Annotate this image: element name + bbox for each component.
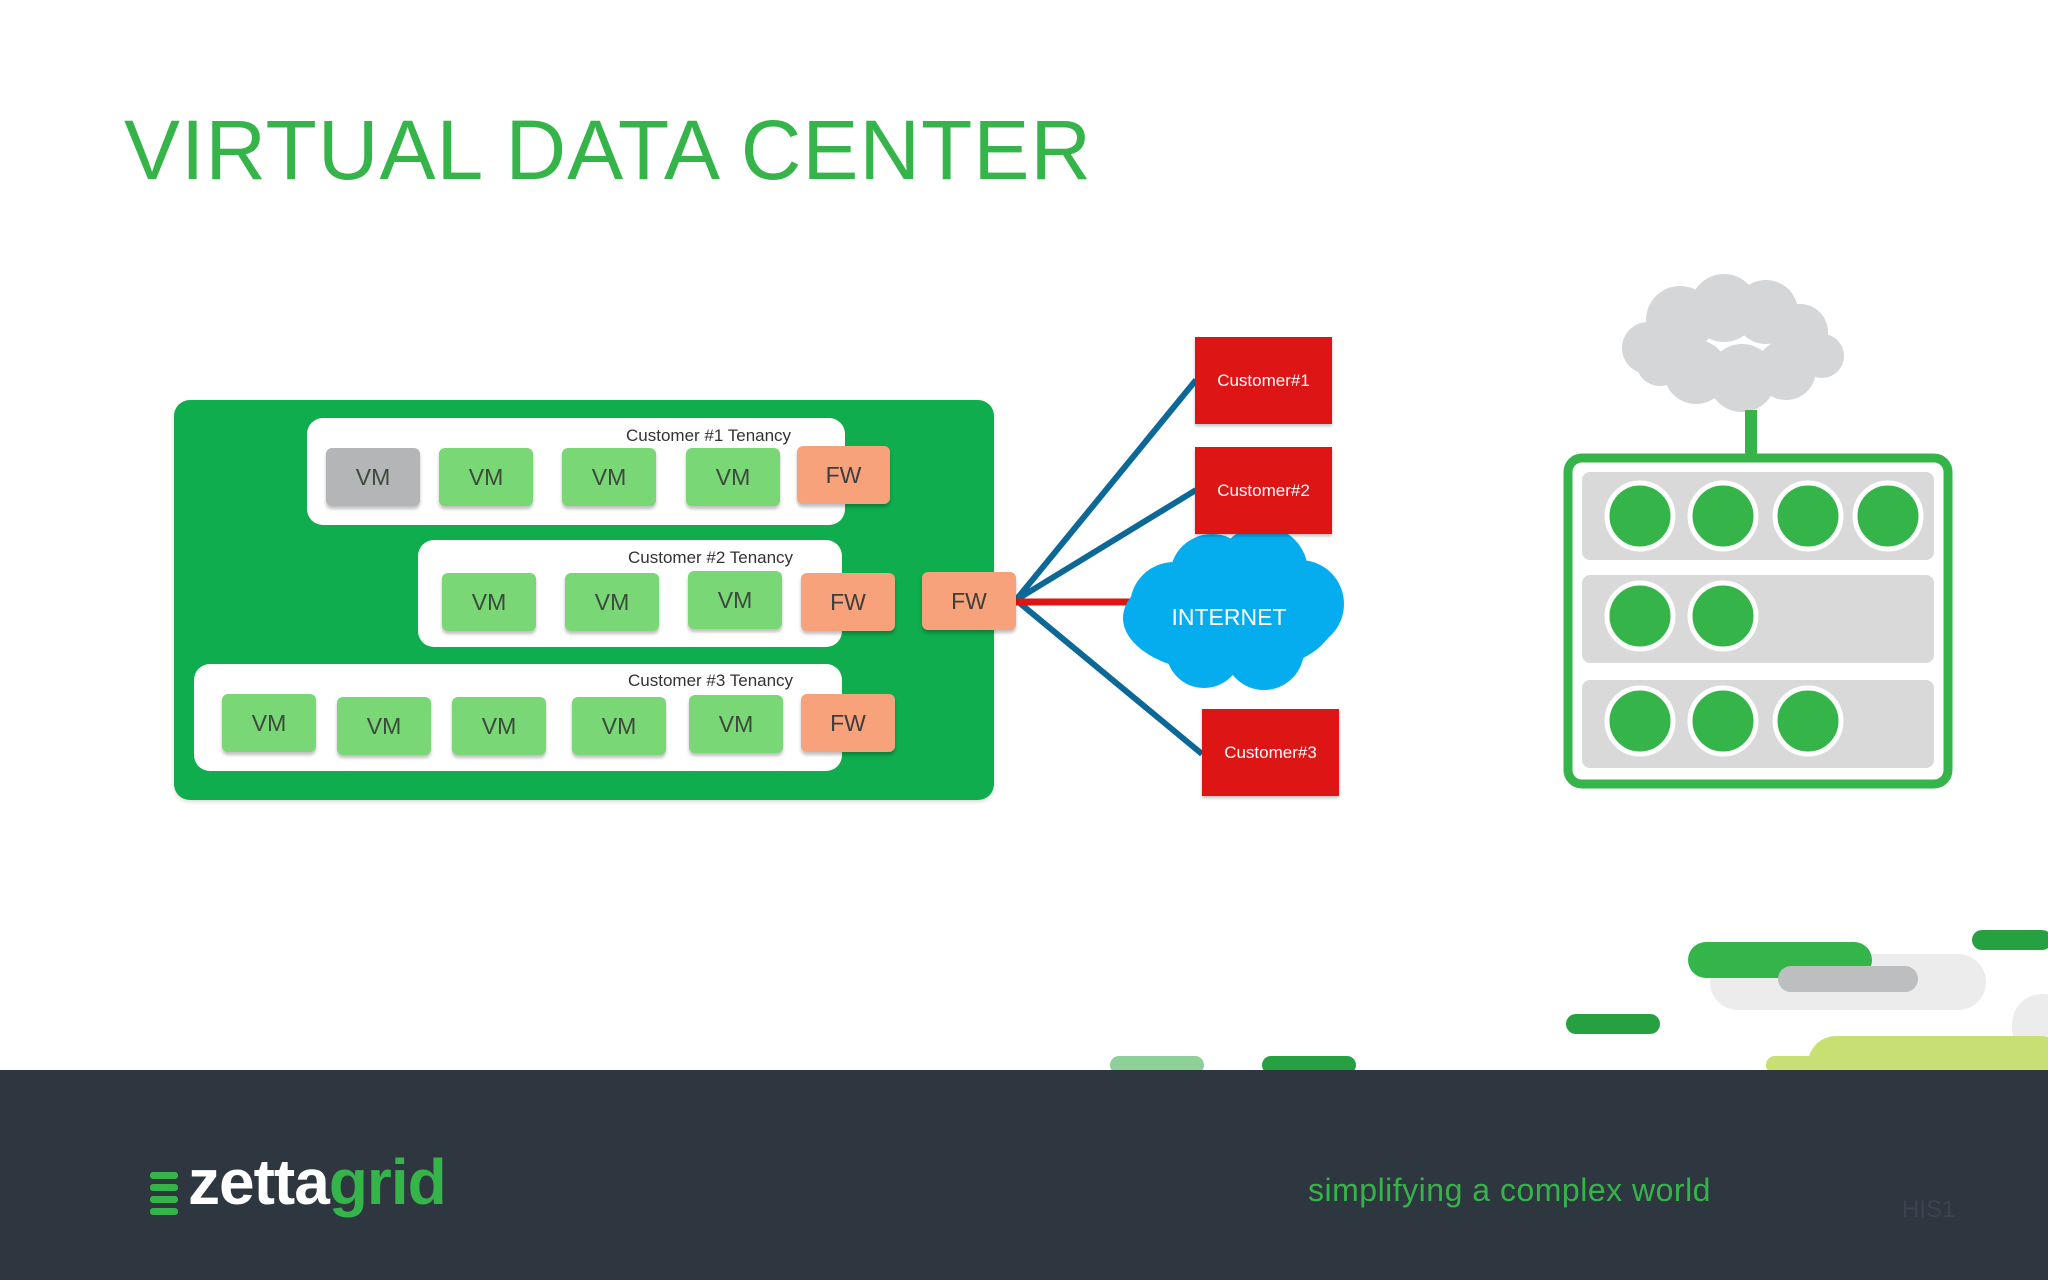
- customer-links: [1013, 378, 1204, 757]
- vm-box[interactable]: VM: [689, 695, 783, 753]
- vm-box[interactable]: VM: [565, 573, 659, 631]
- tenancy-1-label: Customer #1 Tenancy: [626, 426, 792, 445]
- vm-box[interactable]: VM: [326, 448, 420, 506]
- firewall-box[interactable]: FW: [797, 446, 890, 504]
- customer-3-box[interactable]: Customer#3: [1202, 709, 1339, 796]
- brand-logo[interactable]: zettagrid: [188, 1150, 447, 1214]
- vm-box[interactable]: VM: [439, 448, 533, 506]
- customer-3-link: [1014, 597, 1204, 757]
- brand-part-grid: grid: [328, 1146, 447, 1218]
- vm-box[interactable]: VM: [572, 697, 666, 755]
- vm-box[interactable]: VM: [452, 697, 546, 755]
- brand-part-zetta: zetta: [188, 1146, 330, 1218]
- core-firewall-box[interactable]: FW: [922, 572, 1016, 630]
- internet-cloud-icon: [1123, 526, 1344, 690]
- vm-box[interactable]: VM: [337, 697, 431, 755]
- firewall-box[interactable]: FW: [801, 694, 895, 752]
- slide-title: VIRTUAL DATA CENTER: [124, 103, 1093, 197]
- vm-box[interactable]: VM: [562, 448, 656, 506]
- cloud-icon: [1622, 274, 1844, 412]
- customer-2-link: [1014, 487, 1198, 603]
- tenancy-3-label: Customer #3 Tenancy: [628, 671, 794, 690]
- customer-1-box[interactable]: Customer#1: [1195, 337, 1332, 424]
- vm-box[interactable]: VM: [688, 571, 782, 629]
- internet-label: INTERNET: [1171, 604, 1287, 630]
- vm-box[interactable]: VM: [686, 448, 780, 506]
- footer-bar: [0, 1070, 2048, 1280]
- vm-box[interactable]: VM: [222, 694, 316, 752]
- customer-2-box[interactable]: Customer#2: [1195, 447, 1332, 534]
- watermark: HIS1: [1902, 1196, 1956, 1223]
- rack-cloud-connector: [1745, 410, 1757, 458]
- tenancy-2-label: Customer #2 Tenancy: [628, 548, 794, 567]
- firewall-box[interactable]: FW: [801, 573, 895, 631]
- vm-box[interactable]: VM: [442, 573, 536, 631]
- customer-1-link: [1013, 378, 1199, 602]
- tagline: simplifying a complex world: [1308, 1172, 1711, 1208]
- server-rack-icon: [1563, 453, 1953, 789]
